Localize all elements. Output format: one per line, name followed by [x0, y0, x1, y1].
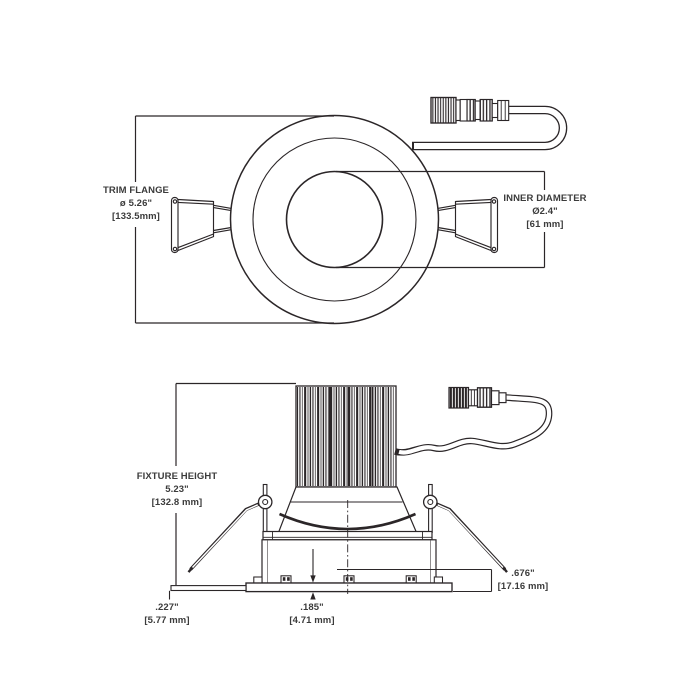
side-view-elevation	[168, 382, 553, 600]
recess-depth-dimension-lines	[337, 568, 493, 593]
flange-thickness-mm: [4.71 mm]	[289, 615, 335, 626]
flange-lip-mm: [5.77 mm]	[144, 615, 190, 626]
trim-flange-dimension-lines	[134, 115, 334, 324]
fixture-height-inches: 5.23"	[165, 484, 189, 495]
inner-diameter-inches: Ø2.4"	[532, 206, 558, 217]
quick-connect-plug-side	[448, 386, 507, 409]
top-view-plan	[134, 96, 568, 325]
supply-cable	[394, 394, 553, 456]
cable-loop	[412, 105, 568, 151]
trim-cone	[277, 486, 418, 534]
inner-diameter-title: INNER DIAMETER	[503, 193, 587, 204]
fixture-height-title: FIXTURE HEIGHT	[136, 471, 218, 482]
flange-thickness-inches: .185"	[300, 602, 324, 613]
recess-depth-mm: [17.16 mm]	[497, 581, 549, 592]
flange-lip-inches: .227"	[155, 602, 179, 613]
trim-flange-circles	[229, 114, 440, 325]
flange-thickness-arrows	[310, 549, 316, 600]
trim-flange-inches: ø 5.26"	[119, 198, 153, 209]
flange-thickness-label: .185" [4.71 mm]	[247, 601, 377, 627]
ceiling-line	[170, 585, 247, 592]
heatsink-fins	[295, 385, 397, 488]
fixture-height-mm: [132.8 mm]	[151, 497, 203, 508]
mounting-tabs	[253, 575, 444, 584]
torsion-spring-left	[187, 483, 273, 573]
trim-flange-plate	[245, 582, 453, 593]
spring-clip-left	[170, 196, 232, 254]
recess-depth-label: .676" [17.16 mm]	[458, 567, 588, 593]
inner-diameter-label: INNER DIAMETER Ø2.4" [61 mm]	[480, 192, 610, 231]
trim-flange-label: TRIM FLANGE ø 5.26" [133.5mm]	[71, 184, 201, 223]
fixture-height-dimension-lines	[175, 382, 296, 585]
trim-flange-mm: [133.5mm]	[112, 211, 160, 222]
fixture-height-label: FIXTURE HEIGHT 5.23" [132.8 mm]	[112, 470, 242, 509]
recess-depth-inches: .676"	[511, 568, 535, 579]
trim-flange-title: TRIM FLANGE	[102, 185, 169, 196]
inner-diameter-dimension-lines	[336, 170, 546, 269]
flange-lip-label: .227" [5.77 mm]	[102, 601, 232, 627]
quick-connect-plug-top	[430, 96, 510, 124]
inner-diameter-mm: [61 mm]	[526, 219, 564, 230]
